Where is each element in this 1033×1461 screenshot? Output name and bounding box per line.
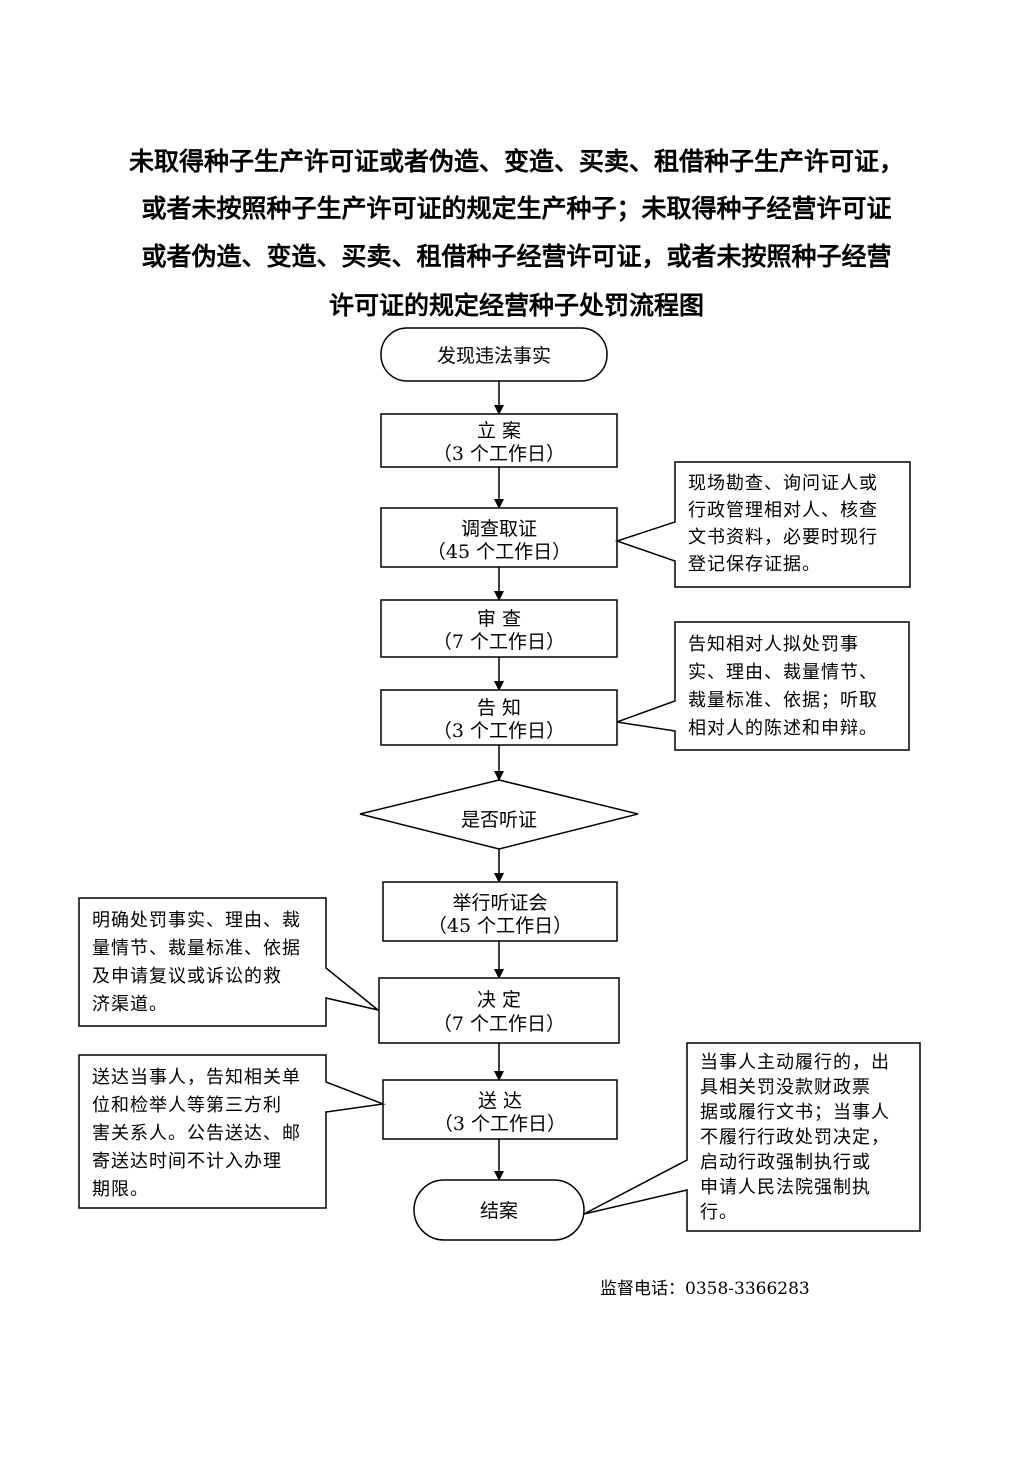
note-delivery-line-2: 位和检举人等第三方利 [92, 1095, 282, 1116]
node-close-label: 结案 [480, 1200, 518, 1222]
note-decision-line-2: 量情节、裁量标准、依据 [92, 938, 301, 959]
note-close-line-2: 具相关罚没款财政票 [700, 1077, 871, 1098]
note-notify-line-4: 相对人的陈述和申辩。 [688, 718, 878, 739]
title-line-3: 或者伪造、变造、买卖、租借种子经营许可证，或者未按照种子经营 [141, 242, 892, 271]
node-review-label: 审 查 [477, 608, 521, 630]
node-hearing-duration: （45 个工作日） [428, 915, 572, 937]
node-delivery-duration: （3 个工作日） [434, 1113, 566, 1135]
note-close-line-5: 启动行政强制执行或 [700, 1152, 871, 1173]
node-investigation-duration: （45 个工作日） [427, 541, 571, 563]
node-hearing-decision: 是否听证 [359, 779, 639, 850]
node-delivery: 送 达 （3 个工作日） [382, 1079, 618, 1140]
node-decision-label: 决 定 [477, 989, 521, 1011]
node-discover-label: 发现违法事实 [437, 345, 551, 367]
note-close-line-1: 当事人主动履行的，出 [700, 1052, 890, 1073]
title-line-1: 未取得种子生产许可证或者伪造、变造、买卖、租借种子生产许可证， [128, 147, 904, 176]
node-decision: 决 定 （7 个工作日） [378, 977, 620, 1044]
node-review-duration: （7 个工作日） [433, 631, 565, 653]
node-hearing: 举行听证会 （45 个工作日） [382, 881, 618, 942]
node-filing-label: 立 案 [477, 420, 521, 442]
node-review: 审 查 （7 个工作日） [380, 599, 618, 658]
note-decision-line-1: 明确处罚事实、理由、裁 [92, 910, 301, 931]
note-investigation-line-4: 登记保存证据。 [688, 554, 821, 575]
note-close-line-3: 据或履行文书；当事人 [700, 1102, 890, 1123]
node-close: 结案 [413, 1179, 585, 1241]
note-decision-line-4: 济渠道。 [92, 994, 168, 1015]
note-delivery-line-3: 害关系人。公告送达、邮 [92, 1123, 301, 1144]
title-line-2: 或者未按照种子生产许可证的规定生产种子；未取得种子经营许可证 [141, 194, 892, 223]
note-notify-line-1: 告知相对人拟处罚事 [688, 634, 859, 655]
note-notify-line-2: 实、理由、裁量情节、 [688, 662, 878, 683]
node-hearing-label: 举行听证会 [452, 892, 547, 914]
node-notify-label: 告 知 [477, 697, 521, 719]
node-delivery-label: 送 达 [478, 1090, 522, 1112]
note-investigation-line-3: 文书资料，必要时现行 [688, 527, 878, 548]
note-investigation: 现场勘查、询问证人或 行政管理相对人、核查 文书资料，必要时现行 登记保存证据。 [614, 461, 911, 588]
note-close-line-4: 不履行行政处罚决定， [700, 1127, 890, 1148]
node-notify-duration: （3 个工作日） [433, 720, 565, 742]
note-decision: 明确处罚事实、理由、裁 量情节、裁量标准、依据 及申请复议或诉讼的救 济渠道。 [78, 897, 379, 1027]
note-notify-line-3: 裁量标准、依据；听取 [688, 690, 878, 711]
note-close-line-7: 行。 [700, 1202, 738, 1223]
note-close: 当事人主动履行的，出 具相关罚没款财政票 据或履行文书；当事人 不履行行政处罚决… [583, 1042, 921, 1232]
node-notify: 告 知 （3 个工作日） [380, 689, 618, 746]
node-filing-duration: （3 个工作日） [433, 443, 565, 465]
note-investigation-line-2: 行政管理相对人、核查 [688, 500, 878, 521]
node-decision-duration: （7 个工作日） [433, 1013, 565, 1035]
note-delivery-line-4: 寄送达时间不计入办理 [92, 1151, 282, 1172]
node-hearing-decision-label: 是否听证 [461, 809, 537, 831]
node-discover: 发现违法事实 [380, 327, 608, 382]
title-line-4: 许可证的规定经营种子处罚流程图 [328, 291, 704, 320]
note-delivery: 送达当事人，告知相关单 位和检举人等第三方利 害关系人。公告送达、邮 寄送达时间… [78, 1054, 386, 1209]
node-filing: 立 案 （3 个工作日） [380, 413, 618, 468]
node-investigation: 调查取证 （45 个工作日） [380, 507, 618, 568]
node-investigation-label: 调查取证 [461, 518, 537, 540]
supervision-phone: 监督电话：0358-3366283 [600, 1279, 810, 1299]
note-delivery-line-5: 期限。 [92, 1179, 149, 1200]
note-investigation-line-1: 现场勘查、询问证人或 [688, 473, 878, 494]
note-notify: 告知相对人拟处罚事 实、理由、裁量情节、 裁量标准、依据；听取 相对人的陈述和申… [616, 621, 910, 751]
note-decision-line-3: 及申请复议或诉讼的救 [92, 966, 282, 987]
note-delivery-line-1: 送达当事人，告知相关单 [92, 1067, 301, 1088]
note-close-line-6: 申请人民法院强制执 [700, 1177, 871, 1198]
